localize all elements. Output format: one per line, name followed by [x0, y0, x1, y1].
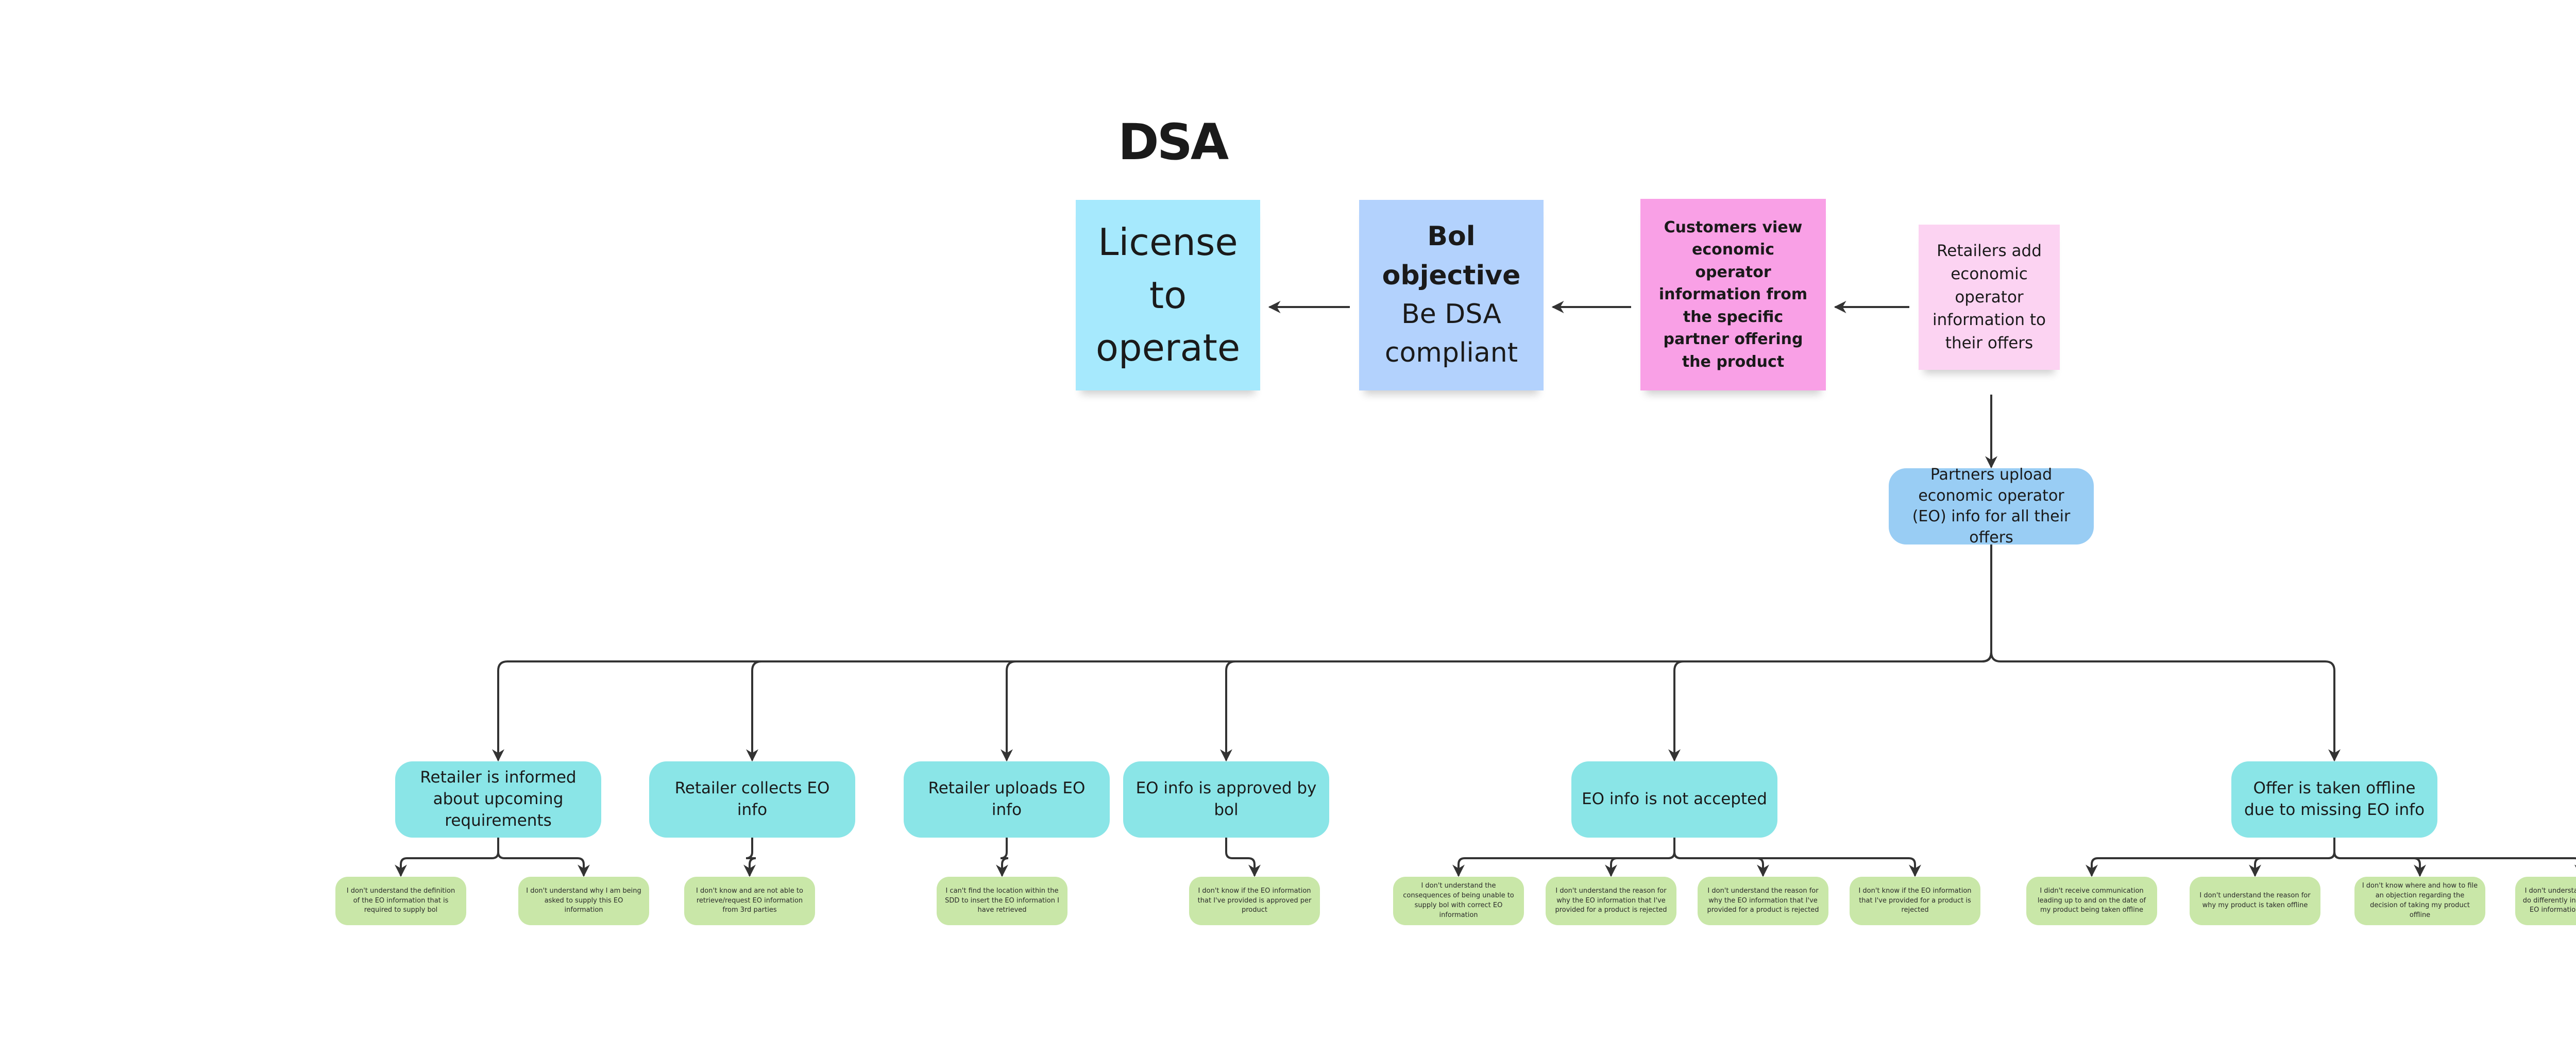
branch-connector: [1668, 544, 1992, 762]
pain-point-card[interactable]: I don't understand the reason for why th…: [1698, 877, 1828, 925]
pain-point-text: I didn't receive communication leading u…: [2037, 887, 2146, 914]
pain-point-text: I don't understand the definition of the…: [346, 887, 455, 914]
leaf-connector: [1452, 838, 1675, 877]
process-node-partners-upload-eo-info[interactable]: Partners upload economic operator (EO) i…: [1889, 466, 2094, 547]
pain-point-card[interactable]: I don't understand why I am being asked …: [518, 877, 649, 925]
pain-point-text: I don't understand the reason for why my…: [2199, 892, 2311, 909]
node-text: Retailer is informed about upcoming requ…: [420, 768, 577, 830]
stage-node-retailer-uploads[interactable]: Retailer uploads EO info: [904, 761, 1110, 838]
branch-connector: [1001, 544, 1992, 762]
pain-point-text: I don't understand the reason for why th…: [1555, 887, 1667, 914]
sticky-text: Retailers add economic operator informat…: [1933, 241, 2046, 353]
leaf-connector: [497, 838, 590, 877]
pain-point-text: I don't understand what I have to do dif…: [2522, 887, 2576, 914]
sticky-line: to: [1149, 273, 1187, 317]
pain-point-text: I don't understand why I am being asked …: [526, 887, 641, 914]
pain-point-card[interactable]: I don't know where and how to file an ob…: [2354, 877, 2485, 925]
sticky-note-bol-objective[interactable]: Bol objective Be DSA compliant: [1359, 200, 1544, 390]
pain-point-card[interactable]: I don't understand the reason for why my…: [2190, 877, 2320, 925]
stage-node-retailer-informed[interactable]: Retailer is informed about upcoming requ…: [395, 761, 601, 838]
board-title: DSA: [1118, 113, 1229, 171]
sticky-note-license-to-operate[interactable]: License to operate: [1076, 200, 1260, 390]
pain-point-card[interactable]: I don't understand the reason for why th…: [1546, 877, 1676, 925]
pain-point-card[interactable]: I didn't receive communication leading u…: [2026, 877, 2157, 925]
pain-point-card[interactable]: I don't know if the EO information that …: [1850, 877, 1980, 925]
pain-point-text: I don't know if the EO information that …: [1197, 887, 1312, 914]
leaf-connector: [1225, 838, 1261, 877]
branch-connector: [1990, 544, 2341, 762]
branch-connector: [492, 544, 1992, 762]
pain-point-card[interactable]: I don't know if the EO information that …: [1189, 877, 1320, 925]
sticky-line-bold: objective: [1382, 260, 1521, 291]
pain-point-card[interactable]: I can't find the location within the SDD…: [937, 877, 1067, 925]
pain-point-card[interactable]: I don't know and are not able to retriev…: [684, 877, 815, 925]
leaf-connector: [743, 838, 756, 877]
sticky-line: compliant: [1384, 337, 1518, 369]
sticky-line: operate: [1095, 326, 1241, 370]
sticky-line: Be DSA: [1401, 299, 1501, 330]
sticky-line-bold: Bol: [1427, 221, 1476, 252]
pain-point-card[interactable]: I don't understand what I have to do dif…: [2515, 877, 2576, 925]
leaf-connector: [2333, 838, 2576, 877]
stage-node-eo-not-accepted[interactable]: EO info is not accepted: [1571, 761, 1777, 838]
node-text: EO info is not accepted: [1582, 790, 1767, 809]
pain-point-text: I don't know and are not able to retriev…: [696, 887, 803, 914]
node-text: Partners upload economic operator (EO) i…: [1912, 466, 2071, 547]
pain-point-text: I don't know where and how to file an ob…: [2362, 882, 2478, 919]
node-text: Offer is taken offline due to missing EO…: [2244, 779, 2425, 819]
branch-connector: [1220, 544, 1992, 762]
leaf-connector: [395, 838, 499, 877]
leaf-connector: [1673, 838, 1769, 877]
branch-connector: [746, 544, 1992, 762]
pain-point-text: I can't find the location within the SDD…: [945, 887, 1059, 914]
stage-node-eo-approved[interactable]: EO info is approved by bol: [1123, 761, 1329, 838]
pain-point-text: I don't understand the reason for why th…: [1707, 887, 1819, 914]
pain-point-text: I don't understand the consequences of b…: [1403, 882, 1514, 919]
stage-node-offer-taken-offline[interactable]: Offer is taken offline due to missing EO…: [2231, 761, 2437, 838]
node-text: Retailer uploads EO info: [928, 779, 1086, 819]
stage-node-retailer-collects[interactable]: Retailer collects EO info: [649, 761, 855, 838]
pain-point-card[interactable]: I don't understand the consequences of b…: [1393, 877, 1524, 925]
leaf-connector: [2249, 838, 2335, 877]
sticky-line: License: [1098, 220, 1238, 264]
leaf-connector: [996, 838, 1009, 877]
pain-point-text: I don't know if the EO information that …: [1858, 887, 1972, 914]
leaf-connector: [2333, 838, 2426, 877]
pain-point-card[interactable]: I don't understand the definition of the…: [335, 877, 466, 925]
sticky-note-retailers-add-eo-info[interactable]: Retailers add economic operator informat…: [1919, 225, 2060, 370]
node-text: Retailer collects EO info: [674, 779, 830, 819]
leaf-connector: [1673, 838, 1921, 877]
sticky-text: Customers view economic operator informa…: [1658, 218, 1808, 371]
leaf-connector: [2086, 838, 2335, 877]
node-text: EO info is approved by bol: [1136, 779, 1317, 819]
sticky-note-customers-view-eo-info[interactable]: Customers view economic operator informa…: [1640, 199, 1826, 390]
leaf-connector: [1605, 838, 1675, 877]
